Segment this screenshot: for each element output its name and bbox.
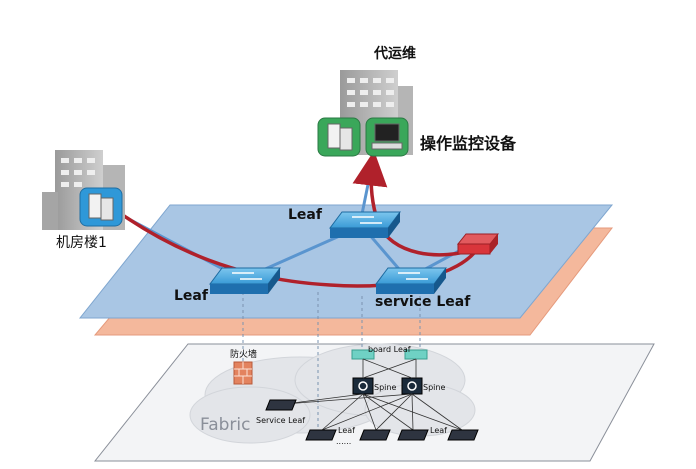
leaf-left-label: Leaf xyxy=(174,288,209,304)
server-icon xyxy=(317,117,361,157)
plane-connectors xyxy=(242,292,421,440)
fabric-label: Fabric xyxy=(200,415,251,435)
switch-icon xyxy=(329,211,401,238)
ops-building-label: 代运维 xyxy=(373,45,416,62)
switch-icon xyxy=(375,267,447,294)
datacenter-label: 机房楼1 xyxy=(56,235,107,251)
service-leaf-top-label: service Leaf xyxy=(375,294,471,310)
firewall-icon xyxy=(456,233,500,255)
ops-equipment-label: 操作监控设备 xyxy=(420,134,517,153)
leaf-switches xyxy=(265,399,479,441)
leaf-bottom-1-label: Leaf xyxy=(338,426,355,435)
spine-1-label: Spine xyxy=(374,383,396,392)
switch-icon xyxy=(209,267,281,294)
monitor-icon xyxy=(365,117,409,157)
spine-switch-icon xyxy=(352,377,423,395)
leaf-bottom-2-label: Leaf xyxy=(430,426,447,435)
firewall-icon xyxy=(233,361,253,385)
fabric-links xyxy=(284,358,463,431)
service-leaf-bottom-label: Service Leaf xyxy=(256,416,305,425)
spine-2-label: Spine xyxy=(423,383,445,392)
server-icon xyxy=(79,187,123,227)
firewall-label: 防火墙 xyxy=(230,348,257,360)
board-leaf-label: board Leaf xyxy=(368,345,411,354)
ellipsis-label: ...... xyxy=(336,437,351,446)
leaf-top-label: Leaf xyxy=(288,207,323,223)
